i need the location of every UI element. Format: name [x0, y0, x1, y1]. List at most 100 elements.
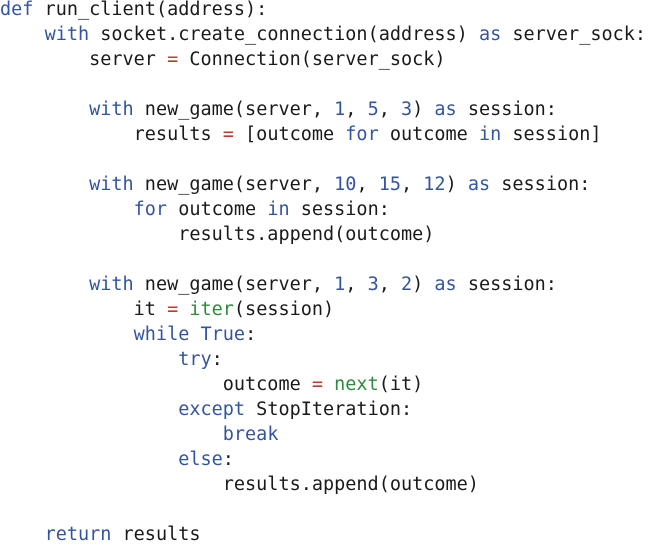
code-token — [323, 374, 334, 395]
code-line: results.append(outcome) — [0, 222, 434, 247]
code-token: 5 — [367, 99, 379, 120]
code-line: return results — [0, 522, 201, 547]
code-token: socket.create_connection(address) — [89, 24, 479, 45]
code-token: in — [267, 199, 290, 220]
code-token: ) — [412, 99, 435, 120]
code-token: 3 — [367, 274, 379, 295]
code-token: , — [378, 99, 401, 120]
code-token: in — [478, 124, 502, 145]
code-token — [0, 524, 45, 545]
code-token — [0, 349, 178, 370]
code-token: = — [167, 49, 179, 70]
code-token: else — [178, 449, 223, 470]
code-line: with new_game(server, 1, 5, 3) as sessio… — [0, 97, 557, 122]
code-token: return — [44, 524, 112, 545]
code-token: = — [222, 124, 234, 145]
code-token: outcome — [378, 124, 479, 145]
code-token: outcome — [0, 374, 312, 395]
code-token: 10 — [334, 174, 357, 195]
code-token: server_sock: — [501, 24, 647, 45]
code-line: results.append(outcome) — [0, 472, 479, 497]
code-token: with — [89, 274, 134, 295]
code-token — [0, 424, 223, 445]
code-line: with new_game(server, 1, 3, 2) as sessio… — [0, 272, 557, 297]
code-token: session: — [289, 199, 390, 220]
code-token: session: — [456, 99, 557, 120]
code-token: = — [311, 374, 324, 395]
code-token — [0, 99, 89, 120]
code-token: except — [178, 399, 246, 420]
code-line: it = iter(session) — [0, 297, 335, 322]
code-token: session] — [501, 124, 602, 145]
code-token: next — [334, 374, 379, 395]
code-token: results — [111, 524, 201, 545]
code-token: , — [345, 99, 368, 120]
code-token: , — [356, 174, 379, 195]
code-token: session: — [490, 174, 591, 195]
code-token: (session) — [233, 299, 335, 320]
code-line: except StopIteration: — [0, 397, 412, 422]
code-token: def — [0, 0, 34, 20]
code-token: 2 — [401, 274, 413, 295]
code-line: else: — [0, 447, 234, 472]
code-token: StopIteration: — [245, 399, 413, 420]
code-line: break — [0, 422, 279, 447]
code-token: Connection(server_sock) — [178, 49, 446, 70]
code-line: for outcome in session: — [0, 197, 390, 222]
code-token: : — [211, 349, 223, 370]
code-token: with — [89, 174, 134, 195]
code-token: , — [345, 274, 368, 295]
code-token: break — [222, 424, 279, 445]
code-line: with socket.create_connection(address) a… — [0, 22, 646, 47]
code-token: outcome — [167, 199, 268, 220]
code-token: : — [222, 449, 234, 470]
code-line: try: — [0, 347, 223, 372]
code-token: [outcome — [233, 124, 346, 145]
code-token: ) — [412, 274, 435, 295]
code-token — [0, 274, 89, 295]
code-token: = — [167, 299, 179, 320]
code-token: as — [434, 99, 457, 120]
code-token — [178, 299, 189, 320]
code-token: 15 — [378, 174, 401, 195]
code-line: while True: — [0, 322, 257, 347]
code-token: 12 — [423, 174, 446, 195]
code-token: iter — [189, 299, 234, 320]
code-token: session: — [456, 274, 557, 295]
code-line: server = Connection(server_sock) — [0, 47, 446, 72]
code-token — [189, 324, 200, 345]
code-token: while — [133, 324, 190, 345]
code-token: new_game(server, — [133, 274, 335, 295]
code-token: as — [467, 174, 491, 195]
code-token: new_game(server, — [133, 99, 335, 120]
code-token: it — [0, 299, 168, 320]
code-token: (it) — [378, 374, 424, 395]
code-token: : — [245, 324, 257, 345]
code-token: for — [345, 124, 379, 145]
code-token: with — [44, 24, 90, 45]
code-token — [0, 399, 178, 420]
code-token: 1 — [334, 99, 346, 120]
code-token — [0, 174, 89, 195]
code-token — [0, 199, 134, 220]
code-line: def run_client(address): — [0, 0, 267, 22]
code-token: , — [378, 274, 401, 295]
code-line: with new_game(server, 10, 15, 12) as ses… — [0, 172, 590, 197]
code-token: , — [401, 174, 424, 195]
code-line: outcome = next(it) — [0, 372, 424, 397]
code-token: with — [89, 99, 134, 120]
code-token: True — [200, 324, 246, 345]
code-token: as — [478, 24, 502, 45]
code-token: new_game(server, — [133, 174, 335, 195]
code-token: try — [178, 349, 212, 370]
code-token — [0, 449, 178, 470]
code-token: results.append(outcome) — [0, 474, 479, 495]
code-token — [0, 24, 45, 45]
code-token: ) — [445, 174, 468, 195]
code-token: server — [0, 49, 168, 70]
code-token — [0, 324, 134, 345]
code-token: run_client(address): — [33, 0, 268, 20]
code-token: results — [0, 124, 223, 145]
code-token: as — [434, 274, 457, 295]
